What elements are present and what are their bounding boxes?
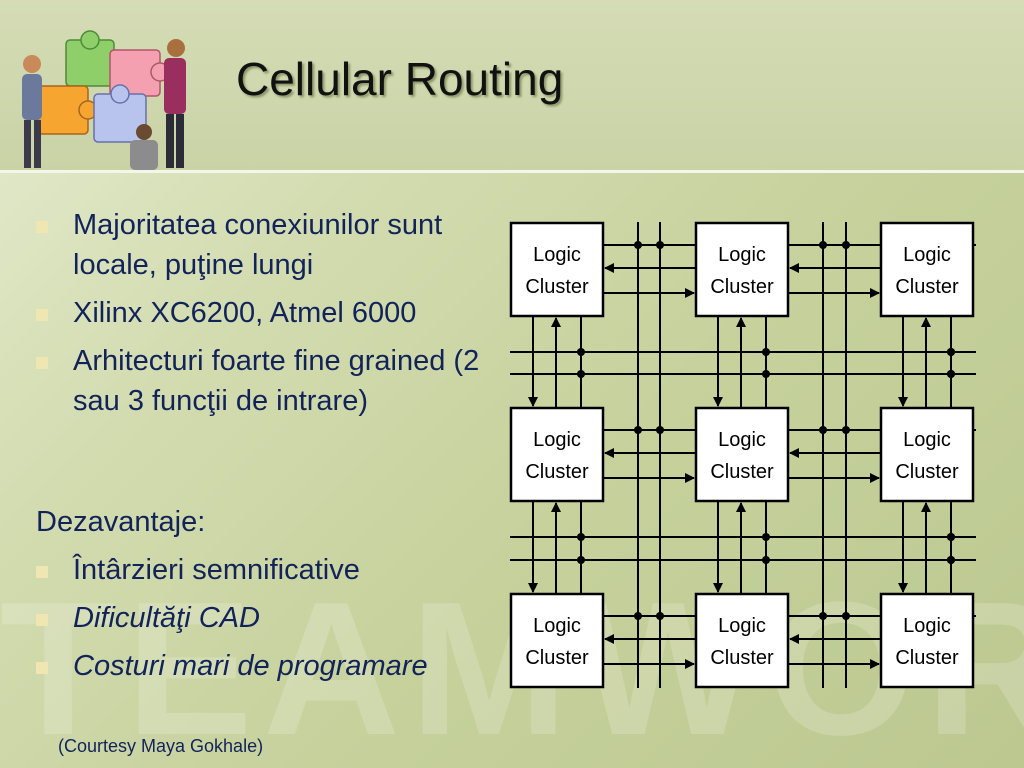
logic-cluster-label-line2: Cluster [525, 647, 589, 669]
junction-dot [947, 348, 955, 356]
junction-dot [634, 241, 642, 249]
junction-dot [819, 426, 827, 434]
junction-dot [577, 370, 585, 378]
logic-cluster-box [509, 592, 605, 689]
junction-dot [762, 533, 770, 541]
person-bottom-icon [130, 124, 158, 170]
puzzle-piece-blue-icon [93, 84, 147, 143]
junction-dot [819, 241, 827, 249]
cellular-routing-diagram: LogicClusterLogicClusterLogicClusterLogi… [509, 221, 976, 689]
logic-cluster-box [694, 406, 790, 503]
routing-wires [510, 222, 976, 688]
logic-cluster-box [879, 406, 975, 503]
bullet-list: Majoritatea conexiunilor sunt locale, pu… [36, 205, 486, 429]
logic-cluster-box [694, 592, 790, 689]
bullet-item: Xilinx XC6200, Atmel 6000 [36, 293, 486, 333]
logic-cluster-label-line1: Logic [903, 429, 951, 451]
logic-cluster-label-line1: Logic [533, 615, 581, 637]
slide-title: Cellular Routing [236, 53, 564, 105]
disadvantages-heading: Dezavantaje: [36, 506, 206, 538]
junction-dot [947, 370, 955, 378]
logic-cluster-label-line2: Cluster [895, 647, 959, 669]
logic-cluster-box [694, 221, 790, 318]
person-left-icon [22, 55, 42, 168]
logic-cluster-label-line1: Logic [903, 615, 951, 637]
bullet-text: Xilinx XC6200, Atmel 6000 [73, 297, 417, 329]
logic-cluster-label-line2: Cluster [710, 461, 774, 483]
logic-cluster-box [509, 406, 605, 503]
bullet-square-icon [36, 566, 48, 578]
logic-cluster-label-line2: Cluster [895, 276, 959, 298]
logic-cluster-label-line2: Cluster [710, 276, 774, 298]
logic-cluster-label-line2: Cluster [525, 276, 589, 298]
disadvantages-list: Întârzieri semnificative Dificultăţi CAD… [36, 550, 486, 694]
junction-dot [577, 556, 585, 564]
logic-cluster-label-line1: Logic [903, 244, 951, 266]
teamwork-puzzle-clipart [22, 30, 186, 170]
junction-dot [762, 556, 770, 564]
bullet-item: Costuri mari de programare [36, 646, 486, 686]
bullet-square-icon [36, 357, 48, 369]
bullet-item: Dificultăţi CAD [36, 598, 486, 638]
junction-dot [762, 370, 770, 378]
junction-dot [634, 612, 642, 620]
logic-cluster-label-line2: Cluster [895, 461, 959, 483]
bullet-square-icon [36, 309, 48, 321]
junction-dot [947, 556, 955, 564]
bullet-text: Arhitecturi foarte fine grained (2 sau 3… [73, 345, 480, 417]
junction-dot [577, 533, 585, 541]
logic-cluster-label-line2: Cluster [710, 647, 774, 669]
logic-cluster-grid: LogicClusterLogicClusterLogicClusterLogi… [509, 221, 975, 689]
courtesy-note: (Courtesy Maya Gokhale) [58, 736, 264, 756]
junction-dot [577, 348, 585, 356]
junction-dot [762, 348, 770, 356]
logic-cluster-box [879, 592, 975, 689]
bullet-text: Costuri mari de programare [73, 650, 428, 682]
header-divider [0, 170, 1024, 173]
junction-dot [634, 426, 642, 434]
bullet-item: Majoritatea conexiunilor sunt locale, pu… [36, 205, 486, 285]
bullet-text: Întârzieri semnificative [73, 554, 360, 586]
bullet-square-icon [36, 221, 48, 233]
puzzle-piece-green-icon [65, 30, 115, 87]
junction-dot [947, 533, 955, 541]
logic-cluster-label-line1: Logic [718, 429, 766, 451]
person-right-icon [164, 39, 186, 168]
puzzle-piece-orange-icon [37, 85, 98, 135]
bullet-square-icon [36, 662, 48, 674]
logic-cluster-box [879, 221, 975, 318]
logic-cluster-box [509, 221, 605, 318]
bullet-text: Dificultăţi CAD [73, 602, 260, 634]
logic-cluster-label-line2: Cluster [525, 461, 589, 483]
logic-cluster-label-line1: Logic [533, 244, 581, 266]
logic-cluster-label-line1: Logic [718, 615, 766, 637]
bullet-text: Majoritatea conexiunilor sunt locale, pu… [73, 209, 443, 281]
bullet-item: Arhitecturi foarte fine grained (2 sau 3… [36, 341, 486, 421]
logic-cluster-label-line1: Logic [533, 429, 581, 451]
junction-dot [819, 612, 827, 620]
logic-cluster-label-line1: Logic [718, 244, 766, 266]
bullet-item: Întârzieri semnificative [36, 550, 486, 590]
bullet-square-icon [36, 614, 48, 626]
